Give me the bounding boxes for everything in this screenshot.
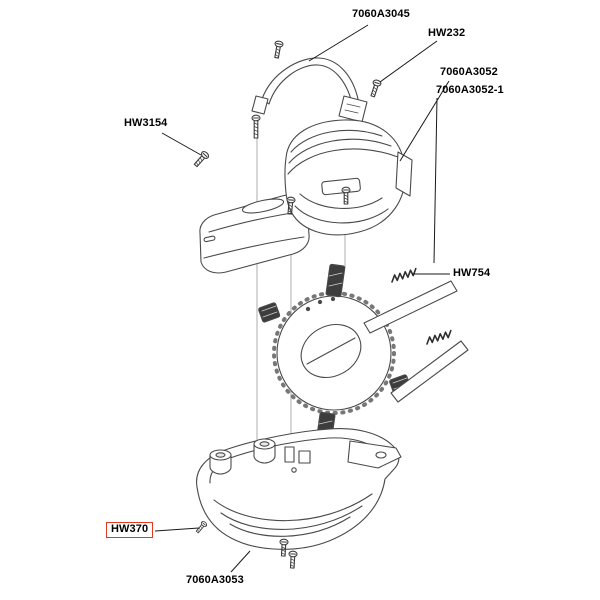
part-label-7060A3045[interactable]: 7060A3045: [352, 8, 410, 20]
screw-upper-long: [251, 114, 261, 139]
screw-top-strap: [272, 39, 284, 60]
leader-7060A3052: [399, 80, 450, 162]
part-label-7060A3052-1[interactable]: 7060A3052-1: [436, 84, 504, 96]
housing-flange-right: [347, 440, 402, 469]
leader-hw3154: [161, 132, 202, 156]
ring-pad-left: [258, 302, 281, 323]
housing-boss-left: [209, 449, 232, 475]
spring-hw754-upper: [391, 267, 417, 283]
part-reflector-ring: [258, 263, 412, 447]
screw-bottom-2: [287, 550, 298, 569]
leader-7060A3053: [230, 550, 251, 573]
part-lens-barrel: [284, 119, 413, 236]
spring-hw754-lower: [426, 329, 452, 345]
part-label-HW3154[interactable]: HW3154: [124, 117, 168, 129]
leader-lines: [154, 24, 450, 573]
part-label-HW754[interactable]: HW754: [453, 267, 491, 279]
part-label-7060A3053[interactable]: 7060A3053: [186, 574, 244, 586]
screw-hw3154: [192, 149, 211, 169]
leader-hw370: [154, 527, 200, 532]
part-label-7060A3052[interactable]: 7060A3052: [440, 66, 498, 78]
screw-hw370: [194, 520, 209, 535]
part-bottom-housing: [196, 428, 402, 550]
part-upper-shell: [199, 194, 310, 274]
leader-7060A3052-1: [433, 97, 438, 264]
housing-boss-right: [253, 438, 276, 464]
part-label-HW232[interactable]: HW232: [428, 27, 466, 39]
screw-hw232: [368, 78, 383, 99]
leader-hw232: [379, 40, 438, 83]
leader-7060A3045: [308, 24, 369, 62]
ring-spring-clip-top: [325, 263, 346, 298]
part-filter-guides: [363, 280, 469, 403]
part-top-strap: [251, 57, 368, 123]
part-label-HW370-highlighted[interactable]: HW370: [106, 522, 154, 538]
